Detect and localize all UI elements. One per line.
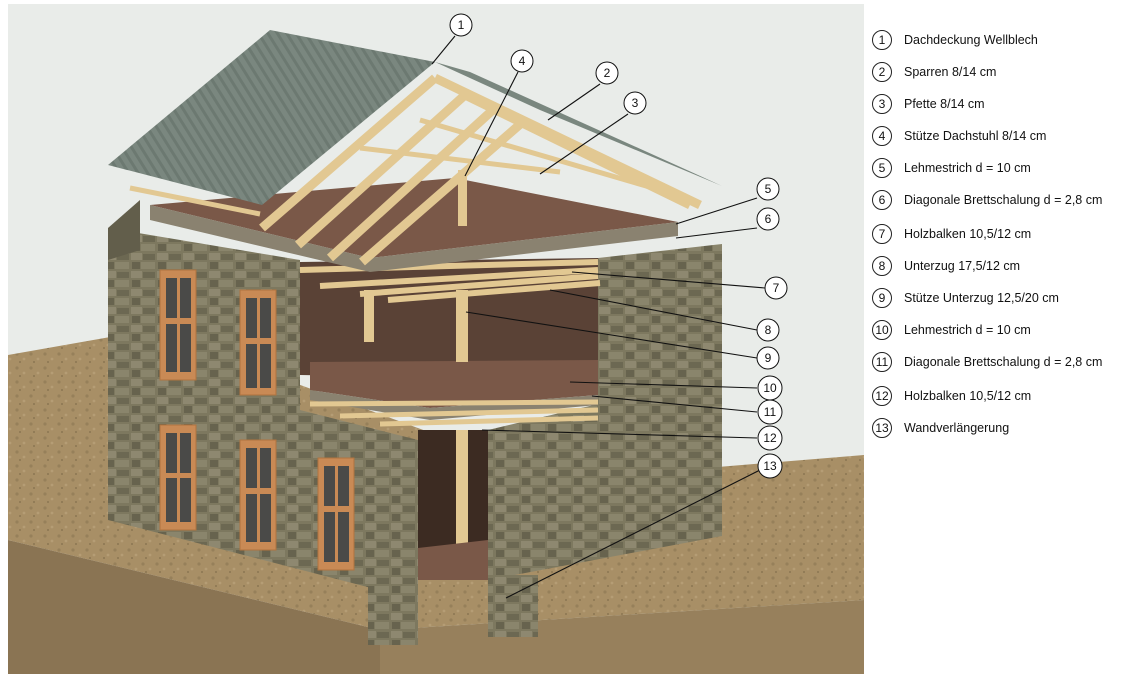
legend-label: Diagonale Brettschalung d = 2,8 cm xyxy=(904,355,1103,369)
callout-3: 3 xyxy=(623,91,647,115)
svg-text:6: 6 xyxy=(765,212,772,226)
legend-item: 6 Diagonale Brettschalung d = 2,8 cm xyxy=(872,188,1102,212)
lower-floor-beams xyxy=(309,399,599,427)
legend-item: 1 Dachdeckung Wellblech xyxy=(872,28,1038,52)
callout-badges: 1 2 3 4 5 6 7 8 9 10 11 12 13 xyxy=(449,13,788,479)
upper-post xyxy=(456,290,468,362)
legend-label: Sparren 8/14 cm xyxy=(904,65,997,79)
legend-item: 10 Lehmestrich d = 10 cm xyxy=(872,318,1031,342)
left-side-wall xyxy=(108,200,140,260)
ground-right-face xyxy=(380,600,864,674)
legend-label: Stütze Unterzug 12,5/20 cm xyxy=(904,291,1059,305)
upper-post-2 xyxy=(364,290,374,342)
callout-8: 8 xyxy=(756,318,780,342)
foundation-pillar-right xyxy=(488,575,538,637)
callout-6: 6 xyxy=(756,207,780,231)
legend-label: Lehmestrich d = 10 cm xyxy=(904,323,1031,337)
svg-text:9: 9 xyxy=(765,351,772,365)
legend-item: 11 Diagonale Brettschalung d = 2,8 cm xyxy=(872,350,1102,374)
callout-7: 7 xyxy=(764,276,788,300)
legend-number: 1 xyxy=(872,30,892,50)
legend-number: 6 xyxy=(872,190,892,210)
legend-label: Diagonale Brettschalung d = 2,8 cm xyxy=(904,193,1103,207)
legend-item: 2 Sparren 8/14 cm xyxy=(872,60,996,84)
callout-1: 1 xyxy=(449,13,473,37)
callout-11: 11 xyxy=(757,399,783,425)
legend-number: 7 xyxy=(872,224,892,244)
legend-item: 13 Wandverlängerung xyxy=(872,416,1009,440)
roof-left-slope xyxy=(108,30,435,205)
window-panes xyxy=(166,278,349,562)
legend-number: 9 xyxy=(872,288,892,308)
upper-floor-boards xyxy=(150,205,678,272)
lower-floor-clay xyxy=(310,360,598,408)
legend-item: 7 Holzbalken 10,5/12 cm xyxy=(872,222,1031,246)
callout-4: 4 xyxy=(510,49,534,73)
purlins xyxy=(129,117,661,217)
legend-label: Lehmestrich d = 10 cm xyxy=(904,161,1031,175)
legend-item: 8 Unterzug 17,5/12 cm xyxy=(872,254,1020,278)
legend-label: Dachdeckung Wellblech xyxy=(904,33,1038,47)
legend-number: 4 xyxy=(872,126,892,146)
legend-item: 4 Stütze Dachstuhl 8/14 cm xyxy=(872,124,1046,148)
legend-item: 3 Pfette 8/14 cm xyxy=(872,92,985,116)
legend-number: 10 xyxy=(872,320,892,340)
callout-13: 13 xyxy=(757,453,783,479)
svg-text:8: 8 xyxy=(765,323,772,337)
callout-leaders xyxy=(431,35,766,599)
svg-text:13: 13 xyxy=(763,459,777,473)
svg-text:10: 10 xyxy=(763,381,777,395)
legend-label: Stütze Dachstuhl 8/14 cm xyxy=(904,129,1047,143)
legend-number: 8 xyxy=(872,256,892,276)
svg-text:11: 11 xyxy=(764,405,777,419)
roof-post xyxy=(458,170,467,226)
legend-label: Holzbalken 10,5/12 cm xyxy=(904,227,1032,241)
svg-text:1: 1 xyxy=(458,18,465,32)
legend-number: 11 xyxy=(872,352,892,372)
lower-post xyxy=(456,430,468,560)
legend-item: 12 Holzbalken 10,5/12 cm xyxy=(872,384,1031,408)
svg-text:12: 12 xyxy=(763,431,777,445)
right-wall xyxy=(488,244,722,580)
callout-12: 12 xyxy=(757,425,783,451)
svg-text:4: 4 xyxy=(519,54,526,68)
legend-label: Holzbalken 10,5/12 cm xyxy=(904,389,1032,403)
svg-text:2: 2 xyxy=(604,66,611,80)
svg-text:3: 3 xyxy=(632,96,639,110)
legend-label: Pfette 8/14 cm xyxy=(904,97,985,111)
legend-number: 2 xyxy=(872,62,892,82)
lower-floor-plate xyxy=(418,540,488,580)
svg-text:7: 7 xyxy=(773,281,780,295)
legend-item: 5 Lehmestrich d = 10 cm xyxy=(872,156,1031,180)
legend-label: Unterzug 17,5/12 cm xyxy=(904,259,1021,273)
callout-5: 5 xyxy=(756,177,780,201)
svg-text:5: 5 xyxy=(765,182,772,196)
foundation-pillar-left xyxy=(368,575,418,645)
callout-2: 2 xyxy=(595,61,619,85)
legend-number: 5 xyxy=(872,158,892,178)
callout-10: 10 xyxy=(757,375,783,401)
legend-number: 3 xyxy=(872,94,892,114)
legend-item: 9 Stütze Unterzug 12,5/20 cm xyxy=(872,286,1059,310)
ground-front-face xyxy=(8,540,380,674)
legend-number: 12 xyxy=(872,386,892,406)
legend-label: Wandverlängerung xyxy=(904,421,1010,435)
callout-9: 9 xyxy=(756,346,780,370)
legend-number: 13 xyxy=(872,418,892,438)
upper-floor-beams xyxy=(299,259,601,303)
